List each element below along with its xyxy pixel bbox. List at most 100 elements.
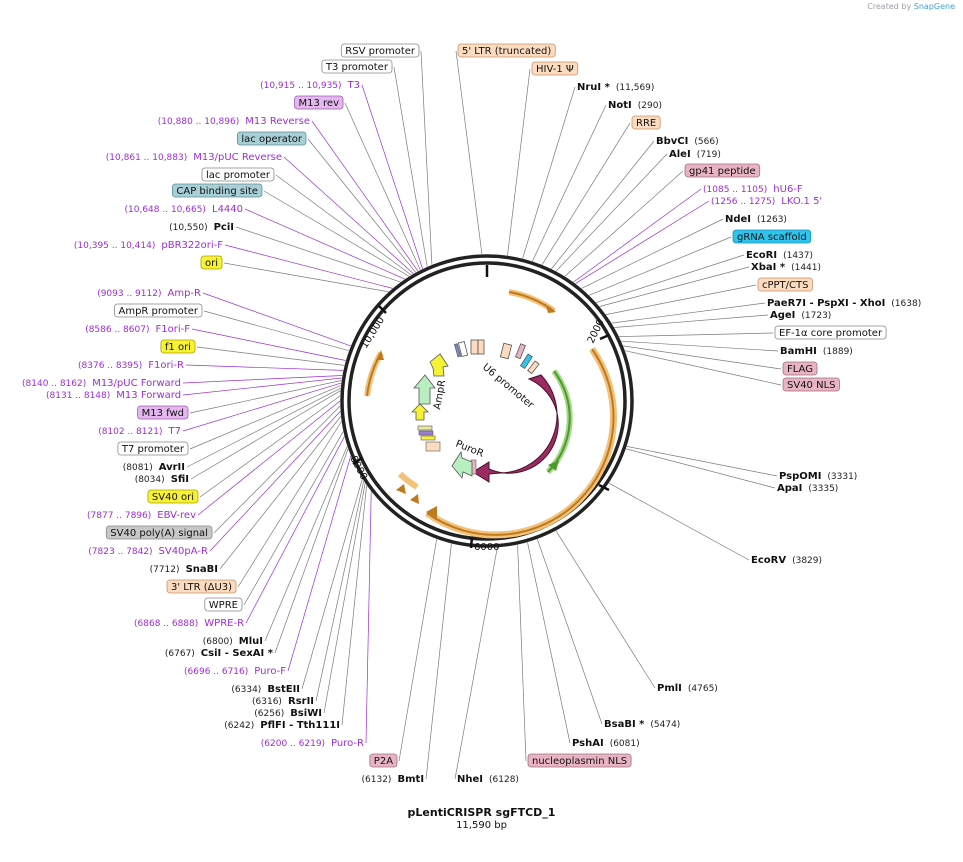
- primer-position: (8102 .. 8121): [98, 427, 162, 437]
- feature-label-box: [782, 361, 818, 376]
- primer-position: (6868 .. 6888): [134, 619, 198, 629]
- enzyme-position: (8081): [123, 463, 153, 473]
- 3ltr-arrowhead-2: [410, 494, 419, 504]
- feature-label-box: [684, 163, 761, 178]
- feature-label-6[interactable]: (10,861 .. 10,883)M13/pUC Reverse: [106, 152, 282, 163]
- feature-label-71[interactable]: (6128)NheI: [457, 774, 519, 785]
- feature-label-10[interactable]: (10,550)PciI: [169, 222, 234, 233]
- feature-label-67[interactable]: (4765)PmlI: [657, 683, 718, 694]
- feature-label-1[interactable]: T3 promoter: [321, 59, 393, 74]
- feature-label-63[interactable]: SV40 NLS: [782, 377, 840, 392]
- leader-line: [274, 448, 349, 654]
- feature-label-2[interactable]: (10,915 .. 10,935)T3: [260, 80, 360, 91]
- feature-label-11[interactable]: (10,395 .. 10,414)pBR322ori-F: [74, 240, 223, 251]
- feature-label-21[interactable]: (8102 .. 8121)T7: [98, 426, 181, 437]
- feature-label-9[interactable]: (10,648 .. 10,665)L4440: [125, 204, 244, 215]
- feature-label-61[interactable]: (1889)BamHI: [780, 346, 853, 357]
- feature-label-text: RSV promoter: [345, 46, 416, 57]
- feature-label-29[interactable]: (7712)SnaBI: [150, 564, 218, 575]
- feature-label-52[interactable]: (1256 .. 1275)LKO.1 5': [711, 196, 822, 207]
- feature-label-65[interactable]: (3335)ApaI: [777, 483, 838, 494]
- leader-line: [625, 448, 776, 489]
- feature-label-15[interactable]: (8586 .. 8607)F1ori-F: [85, 324, 190, 335]
- feature-label-47[interactable]: RRE: [631, 115, 661, 130]
- feature-label-text: WPRE: [209, 600, 238, 611]
- feature-label-58[interactable]: (1638)PaeR7I - PspXI - XhoI: [767, 298, 921, 309]
- feature-label-34[interactable]: (6767)CsiI - SexAI *: [165, 648, 274, 659]
- feature-arc-3ltr: [397, 471, 419, 490]
- feature-label-50[interactable]: gp41 peptide: [684, 163, 761, 178]
- feature-label-56[interactable]: (1441)XbaI *: [751, 262, 821, 273]
- feature-label-55[interactable]: (1437)EcoRI: [746, 250, 813, 261]
- feature-label-62[interactable]: FLAG: [782, 361, 818, 376]
- feature-label-36[interactable]: (6334)BstEII: [231, 684, 300, 695]
- leader-line: [307, 138, 416, 273]
- feature-label-box: [236, 131, 307, 146]
- feature-label-17[interactable]: (8376 .. 8395)F1ori-R: [78, 360, 184, 371]
- cas9-feature: [472, 374, 559, 483]
- feature-label-49[interactable]: (719)AleI: [669, 149, 721, 160]
- feature-label-27[interactable]: SV40 poly(A) signal: [105, 525, 213, 540]
- primer-name: Puro-R: [331, 738, 364, 749]
- feature-label-3[interactable]: M13 rev: [294, 95, 344, 110]
- feature-label-18[interactable]: (8140 .. 8162)M13/pUC Forward: [22, 378, 181, 389]
- feature-label-box: [757, 277, 813, 292]
- leader-line: [532, 104, 607, 262]
- feature-label-12[interactable]: ori: [200, 255, 223, 270]
- feature-label-0[interactable]: RSV promoter: [340, 43, 420, 58]
- feature-label-19[interactable]: (8131 .. 8148)M13 Forward: [46, 390, 181, 401]
- feature-rsv-box: [457, 340, 469, 358]
- feature-label-48[interactable]: (566)BbvCI: [656, 136, 719, 147]
- feature-label-14[interactable]: AmpR promoter: [114, 303, 203, 318]
- feature-label-box: [204, 597, 243, 612]
- feature-label-8[interactable]: CAP binding site: [171, 183, 263, 198]
- feature-label-39[interactable]: (6242)PflFI - Tth111I: [224, 720, 340, 731]
- feature-label-42[interactable]: (6132)BmtI: [362, 774, 425, 785]
- feature-label-57[interactable]: cPPT/CTS: [757, 277, 813, 292]
- feature-label-66[interactable]: (3829)EcoRV: [751, 555, 822, 566]
- feature-label-70[interactable]: nucleoplasmin NLS: [527, 753, 632, 768]
- feature-label-26[interactable]: (7877 .. 7896)EBV-rev: [87, 510, 196, 521]
- feature-label-box: [369, 753, 398, 768]
- feature-label-box: [160, 339, 196, 354]
- feature-label-43[interactable]: 5' LTR (truncated): [457, 43, 556, 58]
- enzyme-name: BsiWI: [290, 708, 322, 719]
- feature-label-35[interactable]: (6696 .. 6716)Puro-F: [184, 666, 286, 677]
- feature-label-69[interactable]: (6081)PshAI: [572, 738, 640, 749]
- feature-label-16[interactable]: f1 ori: [160, 339, 196, 354]
- feature-label-44[interactable]: HIV-1 Ψ: [531, 61, 579, 76]
- feature-label-38[interactable]: (6256)BsiWI: [254, 708, 322, 719]
- feature-label-54[interactable]: gRNA scaffold: [732, 229, 812, 244]
- feature-label-60[interactable]: EF-1α core promoter: [774, 325, 887, 340]
- feature-label-68[interactable]: (5474)BsaBI *: [604, 719, 680, 730]
- feature-label-46[interactable]: (290)NotI: [608, 100, 662, 111]
- leader-line: [235, 226, 401, 283]
- feature-label-31[interactable]: WPRE: [204, 597, 243, 612]
- feature-label-33[interactable]: (6800)MluI: [203, 636, 263, 647]
- feature-label-32[interactable]: (6868 .. 6888)WPRE-R: [134, 618, 244, 629]
- feature-label-53[interactable]: (1263)NdeI: [725, 214, 787, 225]
- primer-name: EBV-rev: [157, 510, 196, 521]
- feature-label-51[interactable]: (1085 .. 1105)hU6-F: [703, 184, 803, 195]
- enzyme-name: NdeI: [725, 214, 751, 225]
- feature-label-28[interactable]: (7823 .. 7842)SV40pA-R: [88, 546, 208, 557]
- feature-label-41[interactable]: P2A: [369, 753, 398, 768]
- feature-label-40[interactable]: (6200 .. 6219)Puro-R: [261, 738, 364, 749]
- feature-label-text: gp41 peptide: [689, 166, 756, 177]
- ampr-arrow: [413, 374, 436, 405]
- feature-label-30[interactable]: 3' LTR (ΔU3): [166, 579, 237, 594]
- feature-label-25[interactable]: SV40 ori: [147, 489, 199, 504]
- feature-label-45[interactable]: (11,569)NruI *: [577, 82, 654, 93]
- feature-label-23[interactable]: (8081)AvrII: [123, 462, 185, 473]
- feature-label-64[interactable]: (3331)PspOMI: [779, 471, 857, 482]
- feature-label-5[interactable]: lac operator: [236, 131, 307, 146]
- feature-label-4[interactable]: (10,880 .. 10,896)M13 Reverse: [158, 116, 310, 127]
- feature-label-22[interactable]: T7 promoter: [117, 441, 189, 456]
- feature-label-20[interactable]: M13 fwd: [137, 405, 189, 420]
- feature-label-24[interactable]: (8034)SfiI: [135, 474, 189, 485]
- feature-label-7[interactable]: lac promoter: [201, 167, 275, 182]
- feature-label-13[interactable]: (9093 .. 9112)Amp-R: [97, 288, 201, 299]
- feature-label-37[interactable]: (6316)RsrII: [252, 696, 314, 707]
- feature-label-59[interactable]: (1723)AgeI: [770, 310, 831, 321]
